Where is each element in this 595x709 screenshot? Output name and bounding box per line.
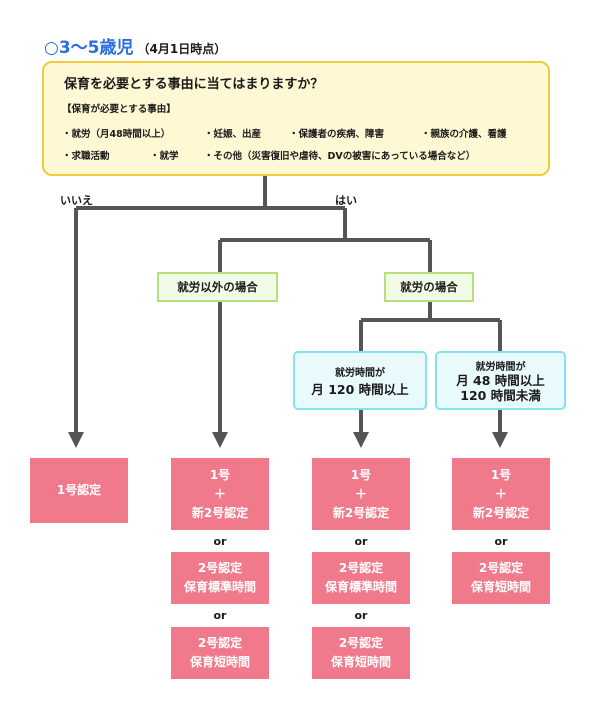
arrow-head-hours-a xyxy=(353,432,369,448)
hours-b-line3: 120 時間未満 xyxy=(460,388,541,403)
arrow-shaft-hours-a xyxy=(359,410,363,434)
combo-line1: 1号 xyxy=(350,467,372,482)
or-label: or xyxy=(213,535,227,548)
result-combo-non-work: 1号 ＋ 新2号認定 xyxy=(171,458,269,530)
arrow-head-hours-b xyxy=(492,432,508,448)
result-standard-non-work: 2号認定 保育標準時間 xyxy=(171,552,269,604)
arrow-head-no xyxy=(68,432,84,448)
title-main: ○3～5歳児 xyxy=(44,38,134,58)
combo-line2: ＋ xyxy=(354,486,367,501)
arrow-head-non-work xyxy=(212,432,228,448)
short-line2: 保育短時間 xyxy=(189,655,250,669)
hours-b-line1: 就労時間が xyxy=(475,362,526,373)
result-standard-hours-a: 2号認定 保育標準時間 xyxy=(312,552,410,604)
standard-line2: 保育標準時間 xyxy=(183,580,256,594)
result-short-hours-b: 2号認定 保育短時間 xyxy=(452,552,550,604)
hours-box-120-plus: 就労時間が 月 120 時間以上 xyxy=(293,351,427,410)
combo-line1: 1号 xyxy=(490,467,512,482)
or-label: or xyxy=(354,609,368,622)
or-label: or xyxy=(494,535,508,548)
result-combo-hours-b: 1号 ＋ 新2号認定 xyxy=(452,458,550,530)
combo-line3: 新2号認定 xyxy=(191,505,249,520)
page-title: ○3～5歳児（4月1日時点） xyxy=(44,33,226,58)
reason-item-job-search: ・求職活動 xyxy=(62,151,110,162)
arrow-shaft-non-work xyxy=(218,302,222,434)
reason-item-other: ・その他（災害復旧や虐待、DVの被害にあっている場合など） xyxy=(204,151,476,162)
short-line1: 2号認定 xyxy=(197,636,243,650)
combo-line3: 新2号認定 xyxy=(332,505,390,520)
branch-yes-label: はい xyxy=(335,194,357,207)
standard-line2: 保育標準時間 xyxy=(324,580,397,594)
reason-item-pregnancy: ・妊娠、出産 xyxy=(204,129,262,140)
reason-item-care: ・親族の介護、看護 xyxy=(421,129,507,140)
combo-line1: 1号 xyxy=(209,467,231,482)
result-short-hours-a: 2号認定 保育短時間 xyxy=(312,627,410,679)
category-work: 就労の場合 xyxy=(384,272,474,302)
reason-item-illness: ・保護者の疾病、障害 xyxy=(289,129,385,140)
hours-a-line2: 月 120 時間以上 xyxy=(311,382,409,397)
result-short-non-work: 2号認定 保育短時間 xyxy=(171,627,269,679)
short-line1: 2号認定 xyxy=(478,561,524,575)
hours-a-line1: 就労時間が xyxy=(335,368,385,379)
category-non-work: 就労以外の場合 xyxy=(157,272,278,302)
combo-line3: 新2号認定 xyxy=(472,505,530,520)
combo-line2: ＋ xyxy=(213,486,226,501)
short-line2: 保育短時間 xyxy=(470,580,531,594)
combo-line2: ＋ xyxy=(494,486,507,501)
result-combo-hours-a: 1号 ＋ 新2号認定 xyxy=(312,458,410,530)
arrow-shaft-hours-b xyxy=(498,410,502,434)
standard-line1: 2号認定 xyxy=(197,561,243,575)
or-label: or xyxy=(354,535,368,548)
question-text: 保育を必要とする事由に当てはまりますか？ xyxy=(64,77,324,92)
reason-item-work: ・就労（月48時間以上） xyxy=(62,129,171,140)
branch-no-label: いいえ xyxy=(60,194,93,207)
reasons-heading: 【保育が必要とする事由】 xyxy=(62,104,176,115)
reason-item-school: ・就学 xyxy=(150,151,179,162)
result-no-certification: 1号認定 xyxy=(30,458,128,523)
hours-box-48-to-120: 就労時間が 月 48 時間以上 120 時間未満 xyxy=(435,351,566,410)
or-label: or xyxy=(213,609,227,622)
arrow-shaft-no xyxy=(74,208,78,434)
hours-b-line2: 月 48 時間以上 xyxy=(456,373,545,388)
question-box xyxy=(42,61,550,176)
short-line2: 保育短時間 xyxy=(330,655,391,669)
short-line1: 2号認定 xyxy=(338,636,384,650)
title-sub: （4月1日時点） xyxy=(137,42,227,56)
standard-line1: 2号認定 xyxy=(338,561,384,575)
